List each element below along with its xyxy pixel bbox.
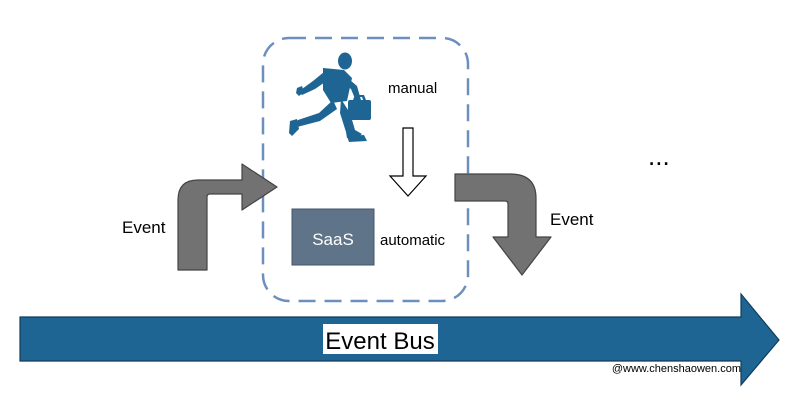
event-bus-label-bg: [323, 324, 438, 354]
saas-box: [291, 208, 375, 266]
saas-label: SaaS: [312, 230, 354, 249]
manual-to-automatic-arrow: [388, 127, 428, 197]
automatic-label: automatic: [380, 232, 446, 249]
incoming-event-arrow: [177, 163, 278, 271]
ellipsis: ...: [648, 141, 670, 171]
manual-label: manual: [388, 80, 437, 97]
event-label-left: Event: [122, 218, 166, 237]
outgoing-event-arrow: [454, 173, 552, 276]
watermark: @www.chenshaowen.com: [612, 363, 741, 375]
running-businessman-icon: [289, 52, 371, 142]
event-label-right: Event: [550, 210, 594, 229]
event-bus-label: Event Bus: [325, 328, 434, 355]
process-boundary: [261, 36, 470, 303]
